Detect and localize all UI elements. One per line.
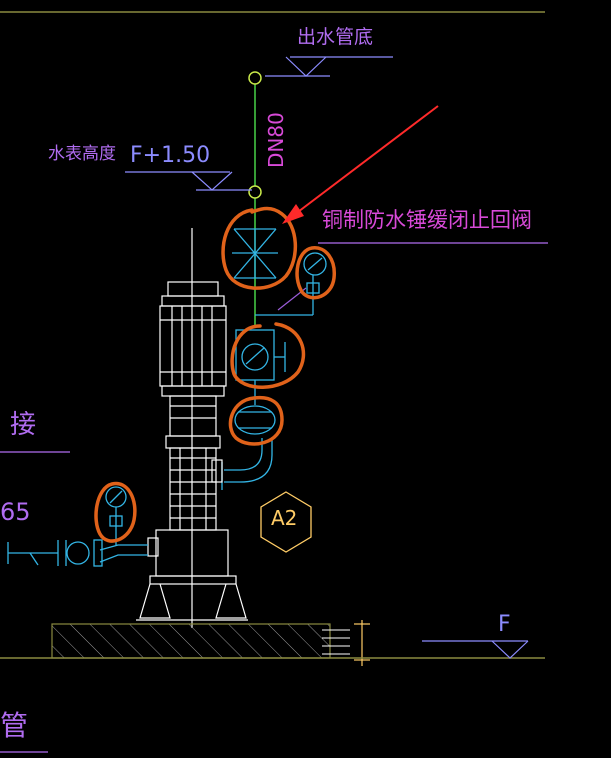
water-gauge-elevation-value: F+1.50 (130, 143, 211, 168)
floor-level-label: F (498, 612, 511, 637)
vertical-pump-motor (136, 228, 248, 628)
pressure-gauge-upper (255, 252, 327, 316)
suction-piping (7, 539, 148, 567)
equipment-tag-label: A2 (271, 506, 298, 530)
top-elevation-marker (265, 56, 393, 77)
pipe-node-mid (248, 185, 262, 199)
left-connect-label: 接 (10, 410, 37, 440)
gate-valve-symbol (235, 329, 286, 405)
red-pointer-arrow (282, 105, 439, 224)
water-gauge-marker (125, 171, 252, 191)
equipment-tag-hexagon (260, 491, 312, 553)
pump-foundation (51, 623, 331, 659)
foundation-dimension (354, 620, 370, 666)
pressure-gauge-lower (105, 486, 127, 545)
check-valve-symbol (232, 228, 278, 279)
anchor-bolts (322, 629, 350, 655)
valve-callout-label: 铜制防水锤缓闭止回阀 (322, 208, 532, 232)
flexible-joint-symbol (234, 405, 276, 435)
top-elevation-label: 出水管底 (297, 26, 374, 48)
bottom-left-label: 管 (0, 709, 29, 742)
orange-highlight-marks (94, 206, 336, 543)
floor-level-marker (422, 640, 529, 659)
left-number-label: 65 (0, 498, 31, 526)
pipe-node-top (248, 71, 262, 85)
water-gauge-label: 水表高度 (48, 144, 116, 164)
pipe-size-label: DN80 (264, 112, 288, 168)
discharge-elbow (221, 438, 273, 490)
